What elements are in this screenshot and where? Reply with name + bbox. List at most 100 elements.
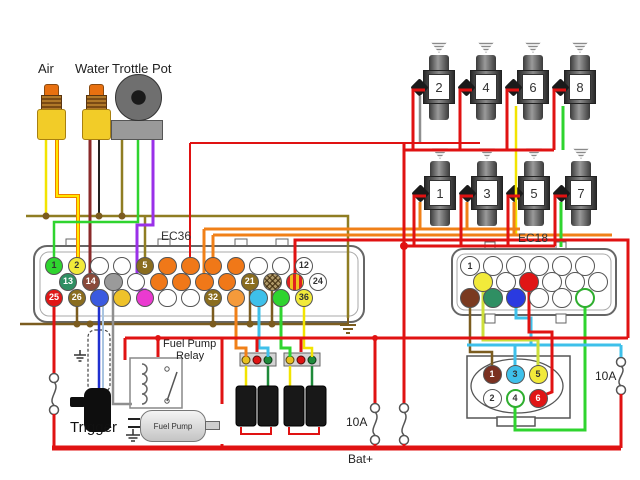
ec18-pin-2-6 [588,272,608,292]
ec18-pin-2-4 [542,272,562,292]
ec36-pin-3-11 [272,288,291,308]
spray-icon [431,42,447,53]
ec18-pin-2-3 [519,272,539,292]
spray-icon [432,148,448,159]
injector-6: 6 [504,42,551,138]
ec36-pin-2: 2 [67,256,86,276]
aux6-pin-6: 6 [528,388,548,408]
fuse-right-label: 10A [595,369,617,383]
spray-icon [573,148,589,159]
ec18-pin-2-5 [565,272,585,292]
injector-number: 3 [476,180,498,206]
ec36-pin-3-5 [135,288,155,308]
wire-air-signal [56,134,79,260]
ec18-pin-1-4 [529,256,549,276]
ec18-label: EC18 [518,231,549,245]
ec36-pin-2-8 [217,272,237,292]
ec36-pin-3-10 [249,288,268,308]
wire-chartreuse [481,288,540,370]
wire-red-thin [189,142,480,262]
fuel-pump-outlet [205,421,220,430]
ec36-pin-1: 1 [44,256,64,276]
ec18-pin-1-3 [506,256,526,276]
ec18-pin-1-5 [552,256,572,276]
ec36-pin-2-3 [104,272,123,292]
spray-icon [478,42,494,53]
trigger-sensor [84,388,111,432]
ec18-pin-3-3 [506,288,526,308]
ec18-pin-1-2 [483,256,503,276]
sensor-body [82,109,111,140]
ground-symbol-pump [126,429,140,442]
ec18-pin-1-6 [575,256,595,276]
injector-3: 3 [458,148,505,244]
ec36-pin-2-11 [286,272,305,292]
fuse-mid-label: 10A [346,415,368,429]
pot-base [111,120,163,140]
ec36-pin-2-4 [126,272,146,292]
ec18-pin-3-1 [460,288,480,308]
spray-icon [525,42,541,53]
spray-icon [479,148,495,159]
wire-black-group [98,134,140,428]
injector-number: 5 [523,180,545,206]
injector-5: 5 [505,148,552,244]
ec36-pin-2-7 [195,272,214,292]
trigger-sensor-tab [70,397,85,407]
aux6-pin-3: 3 [505,364,525,384]
throttle-pot-label: Trottle Pot [112,61,172,76]
ec36-pin-24: 24 [308,272,328,292]
ec18-pin-2-2 [496,272,516,292]
ec36-pin-1-7 [181,256,200,276]
ec36-pin-1-11 [272,256,291,276]
aux6-pin-5: 5 [528,364,548,384]
injector-number: 2 [428,74,450,100]
ec36-pin-26: 26 [67,288,86,308]
ec36-pin-3-4 [112,288,132,308]
spray-icon [526,148,542,159]
fuel-pump-label: Fuel Pump [153,421,193,431]
air-label: Air [38,61,54,76]
aux6-pin-2: 2 [482,388,502,408]
ec36-pin-1-6 [158,256,177,276]
injector-1: 1 [411,148,458,244]
relay-label-line2: Relay [176,350,205,362]
ec36-pin-2-5 [149,272,169,292]
junction-dots [42,212,408,341]
ec36-pin-1-4 [112,256,132,276]
ground-symbol-trigger [74,350,86,362]
trigger-label: Trigger [70,419,117,436]
battery-positive-label: Bat+ [348,452,374,466]
injector-8: 8 [551,42,598,138]
ec18-pin-3-2 [483,288,503,308]
ec18-pin-3-5 [552,288,572,308]
ec36-pin-1-9 [226,256,245,276]
coil-connectors [239,352,321,367]
injector-number: 6 [522,74,544,100]
relay-label-line1: Fuel Pump [163,338,217,350]
sensor-body [37,109,66,140]
injector-number: 1 [429,180,451,206]
ec36-pin-14: 14 [81,272,100,292]
ec36-pin-3-7 [181,288,200,308]
ec36-pin-25: 25 [44,288,64,308]
ec18-pin-3-4 [529,288,549,308]
ec36-pin-3-9 [226,288,245,308]
injector-number: 7 [570,180,592,206]
fuel-pump: Fuel Pump [140,410,206,442]
aux6-pin-1: 1 [482,364,502,384]
ec18-pin-1: 1 [460,256,480,276]
ec36-pin-3-6 [158,288,177,308]
wire-throttle-signal [52,140,140,260]
wire-gray-group [111,96,422,406]
fuse-symbols [48,356,627,446]
ec36-pin-1-3 [90,256,109,276]
ec18-pin-2-1 [473,272,493,292]
spray-icon [572,42,588,53]
injector-4: 4 [457,42,504,138]
ec36-pin-2-10 [263,272,282,292]
pot-dial [115,74,162,121]
injector-number: 8 [569,74,591,100]
ec36-label: EC36 [161,229,192,243]
aux6-pin-4: 4 [505,388,525,408]
